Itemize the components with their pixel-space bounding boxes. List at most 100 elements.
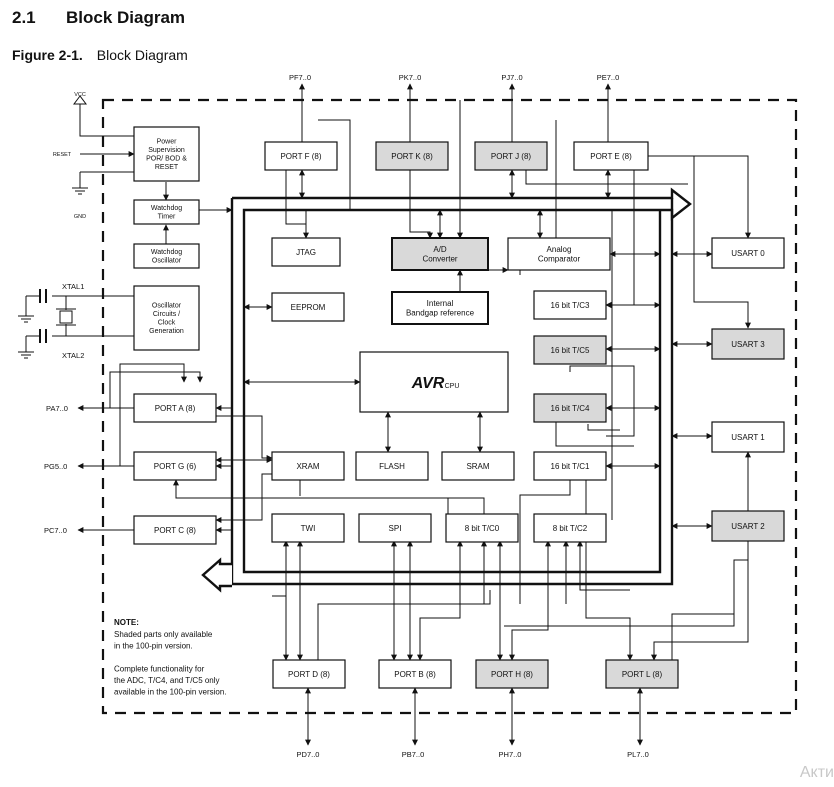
tc5-block-label: 16 bit T/C5	[551, 346, 591, 355]
oscillator-block	[133, 285, 200, 351]
bus-twi	[272, 584, 287, 597]
note-line: the ADC, T/C4, and T/C5 only	[114, 676, 220, 685]
port-e-block-label: PORT E (8)	[590, 152, 632, 161]
portl-wire	[671, 613, 734, 660]
usart0-block	[711, 237, 785, 269]
pin-label-pj: PJ7..0	[501, 73, 522, 82]
pin-label-pf: PF7..0	[289, 73, 311, 82]
avr-logo: AVR	[411, 375, 445, 392]
bandgap-block-label: Bandgap reference	[406, 309, 475, 318]
spi-block	[358, 513, 432, 543]
note-line: in the 100-pin version.	[114, 642, 193, 651]
data-bus-arrow-left	[201, 557, 232, 593]
power-supervision-block-label: Power	[157, 139, 178, 146]
portd-wire	[317, 590, 491, 660]
pin-label-pk: PK7..0	[399, 73, 422, 82]
jtag-block-label: JTAG	[296, 248, 316, 257]
osc-pg	[119, 363, 187, 466]
power-supervision-block	[133, 126, 200, 182]
port-h-block-label: PORT H (8)	[491, 670, 533, 679]
pin-label-pg: PG5..0	[44, 462, 67, 471]
flash-block	[355, 451, 429, 481]
pe-usart0b	[525, 170, 688, 185]
tc4-block-label: 16 bit T/C4	[551, 404, 591, 413]
pin-label-xtal1: XTAL1	[62, 282, 84, 291]
tc1-block	[533, 451, 607, 481]
analog-comparator-block	[507, 237, 611, 271]
oscillator-block-label: Oscillator	[152, 303, 182, 310]
port-f-block	[264, 141, 338, 171]
sram-block-label: SRAM	[466, 462, 489, 471]
cpu-block	[359, 351, 509, 413]
port-g-block	[133, 451, 217, 481]
port-j-block-label: PORT J (8)	[491, 152, 531, 161]
power-supervision-block-label: POR/ BOD &	[146, 156, 187, 163]
port-c-block	[133, 515, 217, 545]
pin-label-pl: PL7..0	[627, 750, 649, 759]
usart1-block	[711, 421, 785, 453]
usart3-block	[711, 328, 785, 360]
section-number: 2.1	[12, 8, 36, 27]
osc-pa	[109, 371, 203, 408]
vcc-arrow-icon	[73, 95, 87, 105]
figure-title: Block Diagram	[96, 47, 188, 63]
vcc-power	[79, 100, 134, 137]
spi-block-label: SPI	[389, 524, 402, 533]
port-e-block	[573, 141, 649, 171]
section-heading: 2.1 Block Diagram	[12, 8, 185, 28]
analog-comparator-block-label: Comparator	[538, 255, 581, 264]
tc1-block-label: 16 bit T/C1	[551, 462, 591, 471]
port-c-block-label: PORT C (8)	[154, 526, 196, 535]
oscillator-block-label: Generation	[149, 328, 184, 335]
pin-label-reset: RESET	[53, 152, 72, 158]
eeprom-block-label: EEPROM	[291, 303, 326, 312]
port-b-block-label: PORT B (8)	[394, 670, 436, 679]
pf-jtag	[285, 170, 307, 238]
tc3-block	[533, 290, 607, 320]
bandgap-block	[391, 291, 489, 325]
pg-tc0	[173, 479, 485, 514]
tc4-wire	[587, 424, 620, 431]
flash-block-label: FLASH	[379, 462, 405, 471]
note-line: Complete functionality for	[114, 665, 205, 674]
usart2-wire	[504, 541, 749, 627]
pin-label-pb: PB7..0	[402, 750, 425, 759]
usart1-block-label: USART 1	[731, 433, 765, 442]
twi-block	[271, 513, 345, 543]
adc-block	[391, 237, 489, 271]
usart0-block-label: USART 0	[731, 249, 765, 258]
tc2-c	[577, 540, 630, 591]
figure-caption: Figure 2-1. Block Diagram	[12, 47, 188, 63]
tc0-portb	[417, 540, 463, 661]
twi-block-label: TWI	[301, 524, 316, 533]
xram-block-label: XRAM	[296, 462, 319, 471]
chip-boundary	[101, 98, 798, 715]
power-supervision-block-label: Supervision	[148, 147, 185, 154]
section-title: Block Diagram	[66, 8, 186, 27]
oscillator-block-label: Circuits /	[153, 311, 180, 318]
usart2-block-label: USART 2	[731, 522, 765, 531]
watchdog-oscillator-block-label: Watchdog	[151, 249, 182, 256]
tc1-portl	[585, 480, 633, 661]
pk-adc	[409, 170, 433, 239]
port-l-block	[605, 659, 679, 689]
tc3-block-label: 16 bit T/C3	[551, 301, 591, 310]
pe-usart0	[648, 155, 751, 239]
usart3-block-label: USART 3	[731, 340, 765, 349]
watchdog-oscillator-block	[133, 243, 200, 269]
tc2-block-label: 8 bit T/C2	[553, 524, 588, 533]
xram-block	[271, 451, 345, 481]
port-l-block-label: PORT L (8)	[622, 670, 663, 679]
eeprom-block	[271, 292, 345, 322]
tc5-wire	[569, 365, 635, 437]
figure-label: Figure 2-1.	[12, 47, 83, 63]
port-k-block-label: PORT K (8)	[391, 152, 433, 161]
watchdog-timer-block-label: Timer	[158, 214, 176, 221]
jtag-block	[271, 237, 341, 267]
pin-label-pa: PA7..0	[46, 404, 68, 413]
port-a-block	[133, 393, 217, 423]
usart1-portl	[651, 451, 751, 661]
port-g-block-label: PORT G (6)	[154, 462, 197, 471]
port-d-block	[272, 659, 346, 689]
